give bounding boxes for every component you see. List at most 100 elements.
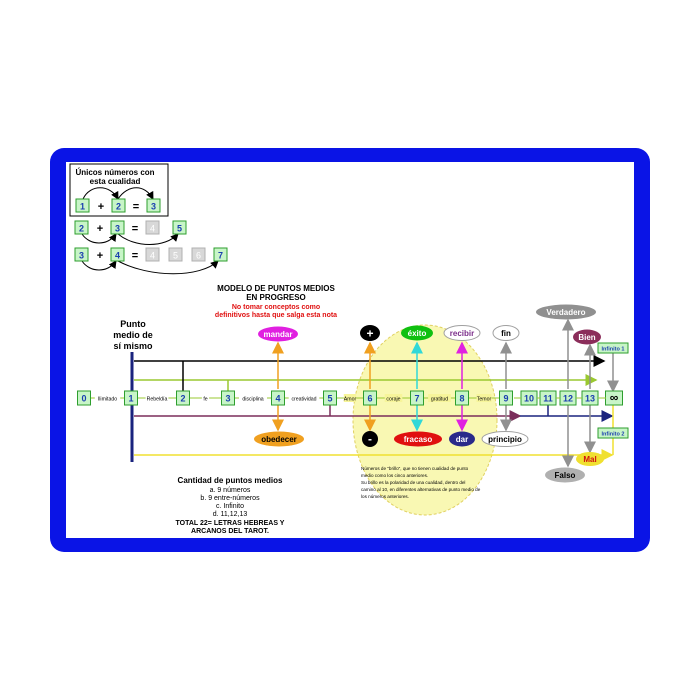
number-box-2: [176, 390, 190, 406]
infinito-2-tag: [597, 427, 629, 439]
minus-label: -: [368, 432, 372, 446]
falso-label: Falso: [555, 471, 576, 480]
svg-text:4: 4: [150, 251, 155, 261]
svg-text:medio como los cinco anteriore: medio como los cinco anteriores.: [361, 473, 428, 478]
exito-label: éxito: [408, 329, 427, 338]
svg-text:+: +: [97, 223, 103, 235]
svg-text:=: =: [133, 201, 139, 213]
number-label-14: ∞: [610, 391, 619, 405]
brillo-circle: [352, 324, 498, 516]
svg-text:=: =: [132, 250, 138, 262]
svg-text:Números de "brillo", que no ti: Números de "brillo", que no tienen cuali…: [361, 466, 469, 471]
number-label-1: 1: [128, 394, 133, 404]
svg-text:TOTAL 22= LETRAS HEBREAS Y: TOTAL 22= LETRAS HEBREAS Y: [176, 520, 285, 527]
model-title-line2: EN PROGRESO: [246, 293, 306, 302]
svg-text:d. 11,12,13: d. 11,12,13: [213, 511, 248, 518]
number-label-8: 8: [459, 394, 464, 404]
recibir-label: recibir: [450, 329, 474, 338]
number-label-7: 7: [414, 394, 419, 404]
svg-text:a. 9 números: a. 9 números: [210, 487, 251, 494]
between-bg-8: [476, 394, 492, 402]
svg-text:Su brillo es la polaridad de u: Su brillo es la polaridad de una cualida…: [361, 480, 465, 485]
svg-text:5: 5: [177, 224, 182, 234]
number-label-13: 13: [585, 394, 595, 404]
svg-text:2: 2: [79, 224, 84, 234]
infinito-1-label: Infinito 1: [602, 347, 625, 353]
svg-text:=: =: [132, 223, 138, 235]
number-box-0: [77, 390, 91, 406]
eq2: 2 + 3 = 4 5: [74, 220, 187, 235]
between-bg-3: [239, 394, 267, 402]
number-box-6: [363, 390, 377, 406]
eq1-arc-b: [117, 187, 154, 200]
number-box-9: [499, 390, 513, 406]
verdadero-oval: [536, 304, 596, 320]
eq2-arc-a: [81, 233, 117, 244]
between-bg-2: [201, 394, 210, 402]
circle-note: Números de "brillo", que no tienen cuali…: [361, 466, 481, 499]
between-label-3: disciplina: [242, 397, 263, 403]
number-box-8: [455, 390, 469, 406]
plus-oval: [360, 325, 380, 341]
between-label-1: Rebeldía: [147, 397, 168, 403]
fracaso-oval: [394, 431, 442, 447]
svg-text:6: 6: [196, 251, 201, 261]
between-label-5: Amor: [344, 397, 357, 403]
svg-text:1: 1: [80, 202, 85, 212]
principio-oval: [481, 431, 529, 447]
number-box-3: [221, 390, 235, 406]
fin-label: fin: [501, 329, 511, 338]
eq3: 3 + 4 = 4 5 6 7: [74, 247, 228, 262]
svg-text:Cantidad de puntos medios: Cantidad de puntos medios: [178, 476, 283, 485]
between-bg-1: [145, 394, 169, 402]
punto-medio-line3: sí mismo: [113, 341, 153, 351]
unique-title-line2: esta cualidad: [90, 177, 141, 186]
between-bg-5: [343, 394, 357, 402]
svg-text:4: 4: [115, 251, 120, 261]
plus-label: +: [366, 327, 373, 341]
model-note-line2: definitivos hasta que salga esta nota: [215, 312, 337, 319]
between-label-2: fe: [203, 397, 207, 403]
fracaso-label: fracaso: [404, 435, 433, 444]
model-title-line1: MODELO DE PUNTOS MEDIOS: [217, 284, 335, 293]
svg-text:4: 4: [150, 224, 155, 234]
number-label-4: 4: [275, 394, 280, 404]
between-bg-7: [428, 394, 451, 402]
number-box-7: [410, 390, 424, 406]
mandar-label: mandar: [264, 330, 293, 339]
punto-medio-line2: medio de: [113, 330, 153, 340]
verdadero-label: Verdadero: [546, 308, 585, 317]
obedecer-oval: [254, 431, 304, 447]
number-label-12: 12: [563, 394, 573, 404]
exito-oval: [401, 325, 433, 341]
number-label-0: 0: [81, 394, 86, 404]
svg-text:los números anteriores.: los números anteriores.: [361, 494, 409, 499]
obedecer-label: obedecer: [261, 435, 297, 444]
falso-oval: [545, 467, 585, 483]
svg-text:ARCANOS DEL TAROT.: ARCANOS DEL TAROT.: [191, 528, 269, 535]
recibir-oval: [443, 325, 481, 341]
number-box-5: [323, 390, 337, 406]
between-label-0: Ilimitado: [98, 397, 117, 403]
diagram-canvas: [66, 162, 634, 538]
mandar-oval: [258, 326, 298, 342]
punto-medio-line1: Punto: [120, 319, 146, 329]
number-label-2: 2: [180, 394, 185, 404]
mal-label: Mal: [583, 455, 596, 464]
svg-text:3: 3: [151, 202, 156, 212]
between-bg-0: [94, 394, 121, 402]
svg-text:3: 3: [115, 224, 120, 234]
svg-text:b. 9 entre-números: b. 9 entre-números: [200, 495, 260, 502]
svg-text:7: 7: [218, 251, 223, 261]
eq1: 1 + 2 = 3: [75, 198, 161, 213]
number-label-11: 11: [543, 394, 553, 404]
fin-oval: [492, 325, 520, 341]
summary: Cantidad de puntos medios a. 9 números b…: [176, 476, 285, 535]
infinito-1-tag: [597, 342, 629, 354]
eq3-arc-b: [117, 260, 219, 275]
number-label-5: 5: [327, 394, 332, 404]
unique-title-line1: Únicos números con: [75, 168, 154, 177]
infinito-2-label: Infinito 2: [602, 432, 625, 438]
